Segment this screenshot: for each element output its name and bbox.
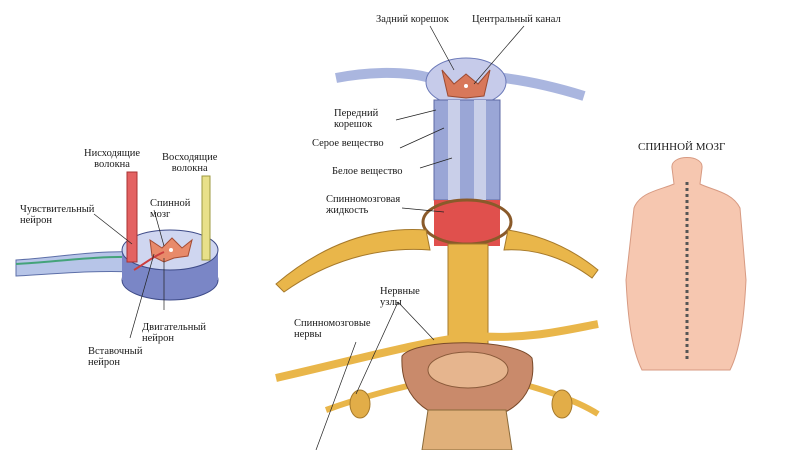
title-spinal-cord: СПИННОЙ МОЗГ bbox=[638, 141, 726, 153]
label-white-matter: Белое вещество bbox=[332, 166, 403, 177]
label-ascending-fibers: Восходящие волокна bbox=[162, 152, 218, 174]
back-illustration bbox=[625, 157, 747, 371]
label-ventral-root: Передний корешок bbox=[334, 108, 379, 130]
label-sensory-neuron: Чувствительный нейрон bbox=[20, 204, 95, 226]
label-spinal-cord-small: Спинной мозг bbox=[150, 198, 191, 220]
label-ganglia: Нервные узлы bbox=[380, 286, 420, 308]
label-central-canal: Центральный канал bbox=[472, 14, 561, 25]
human-back-diagram: СПИННОЙ МОЗГ bbox=[612, 120, 762, 371]
label-spinal-nerves: Спинномозговые нервы bbox=[294, 318, 371, 340]
label-gray-matter: Серое вещество bbox=[312, 138, 384, 149]
reflex-arc-diagram: Нисходящие волокна Восходящие волокна Чу… bbox=[14, 140, 230, 388]
spinal-anatomy-illustration bbox=[275, 25, 600, 450]
label-motor-neuron: Двигательный нейрон bbox=[142, 322, 207, 344]
label-descending-fibers: Нисходящие волокна bbox=[84, 148, 141, 170]
label-csf: Спинномозговая жидкость bbox=[326, 194, 401, 216]
label-interneuron: Вставочный нейрон bbox=[88, 346, 143, 368]
spinal-anatomy-diagram: Задний корешок Центральный канал Передни… bbox=[275, 0, 600, 450]
reflex-arc-illustration bbox=[15, 171, 219, 339]
label-dorsal-root: Задний корешок bbox=[376, 14, 449, 25]
